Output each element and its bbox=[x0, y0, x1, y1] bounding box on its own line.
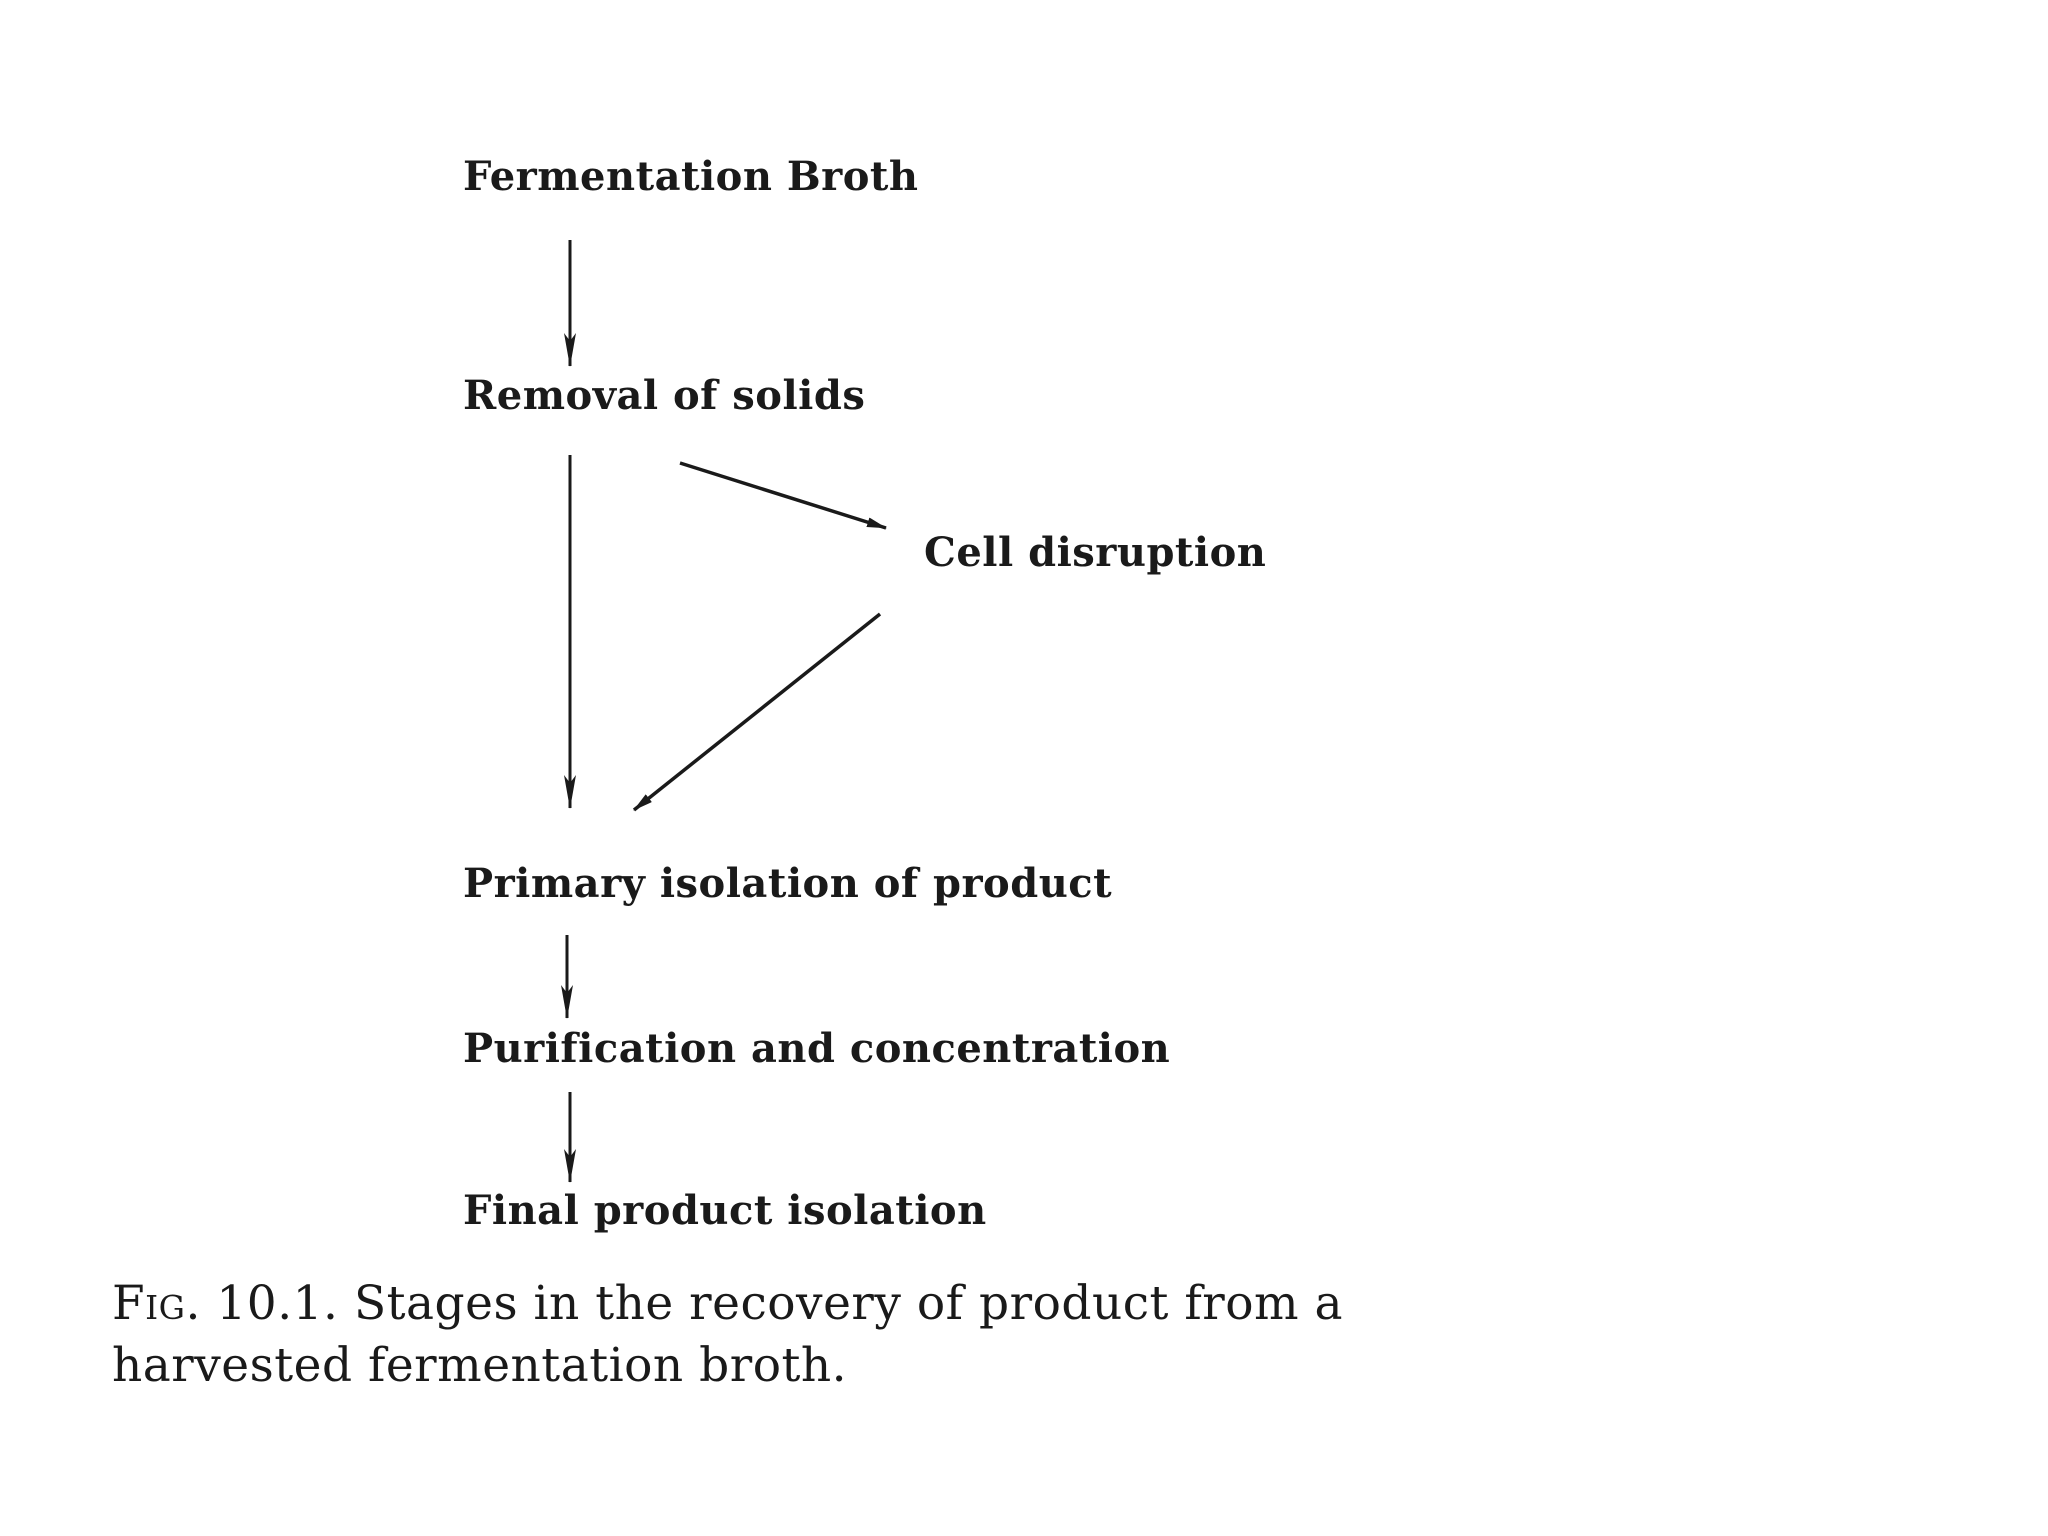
arrow-removal-to-cell-disruption bbox=[679, 461, 887, 530]
arrow-cell-disruption-to-primary bbox=[632, 612, 882, 812]
stage-fermentation-broth: Fermentation Broth bbox=[463, 153, 919, 200]
figure-caption-text: Stages in the recovery of product from a… bbox=[112, 1276, 1344, 1393]
stage-primary-isolation: Primary isolation of product bbox=[463, 860, 1113, 907]
stage-final-product-isolation: Final product isolation bbox=[463, 1187, 987, 1234]
stage-purification-concentration: Purification and concentration bbox=[463, 1025, 1171, 1072]
figure-label: Fig. 10.1. bbox=[112, 1276, 339, 1331]
figure-caption: Fig. 10.1. Stages in the recovery of pro… bbox=[112, 1273, 1592, 1397]
stage-removal-of-solids: Removal of solids bbox=[463, 372, 866, 419]
stage-cell-disruption: Cell disruption bbox=[924, 529, 1267, 576]
